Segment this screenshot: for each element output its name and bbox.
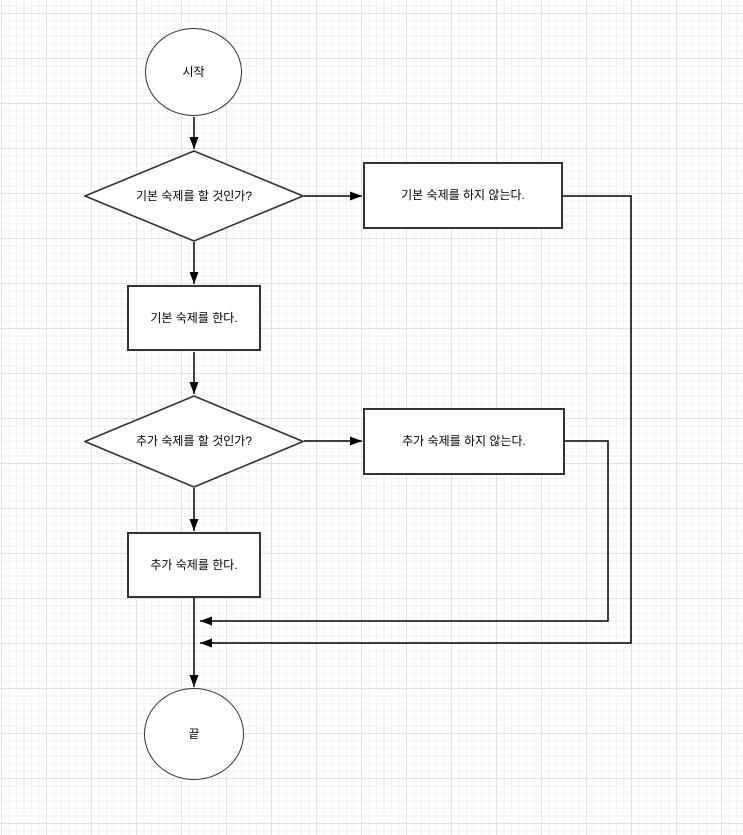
node-label: 시작 <box>182 64 205 79</box>
node-label: 기본 숙제를 한다. <box>150 310 238 325</box>
diamond-shape <box>84 395 304 488</box>
edge-skip-basic-to-merge[interactable] <box>200 195 632 648</box>
node-label: 추가 숙제를 할 것인가? <box>135 434 253 449</box>
node-label: 기본 숙제를 할 것인가? <box>135 188 253 203</box>
node-label: 추가 숙제를 한다. <box>150 557 238 572</box>
node-skip-basic[interactable]: 기본 숙제를 하지 않는다. <box>363 162 563 229</box>
node-skip-extra[interactable]: 추가 숙제를 하지 않는다. <box>363 408 565 475</box>
node-label: 끝 <box>188 726 200 741</box>
edge-skip-extra-to-merge[interactable] <box>200 440 609 626</box>
node-start[interactable]: 시작 <box>145 28 242 116</box>
node-end[interactable]: 끝 <box>144 688 244 780</box>
node-decision-extra[interactable]: 추가 숙제를 할 것인가? <box>84 395 304 488</box>
node-do-extra[interactable]: 추가 숙제를 한다. <box>127 532 261 598</box>
diamond-shape <box>84 150 304 242</box>
node-decision-basic[interactable]: 기본 숙제를 할 것인가? <box>84 150 304 242</box>
node-label: 기본 숙제를 하지 않는다. <box>401 188 525 203</box>
node-do-basic[interactable]: 기본 숙제를 한다. <box>127 285 261 351</box>
node-label: 추가 숙제를 하지 않는다. <box>402 434 526 449</box>
